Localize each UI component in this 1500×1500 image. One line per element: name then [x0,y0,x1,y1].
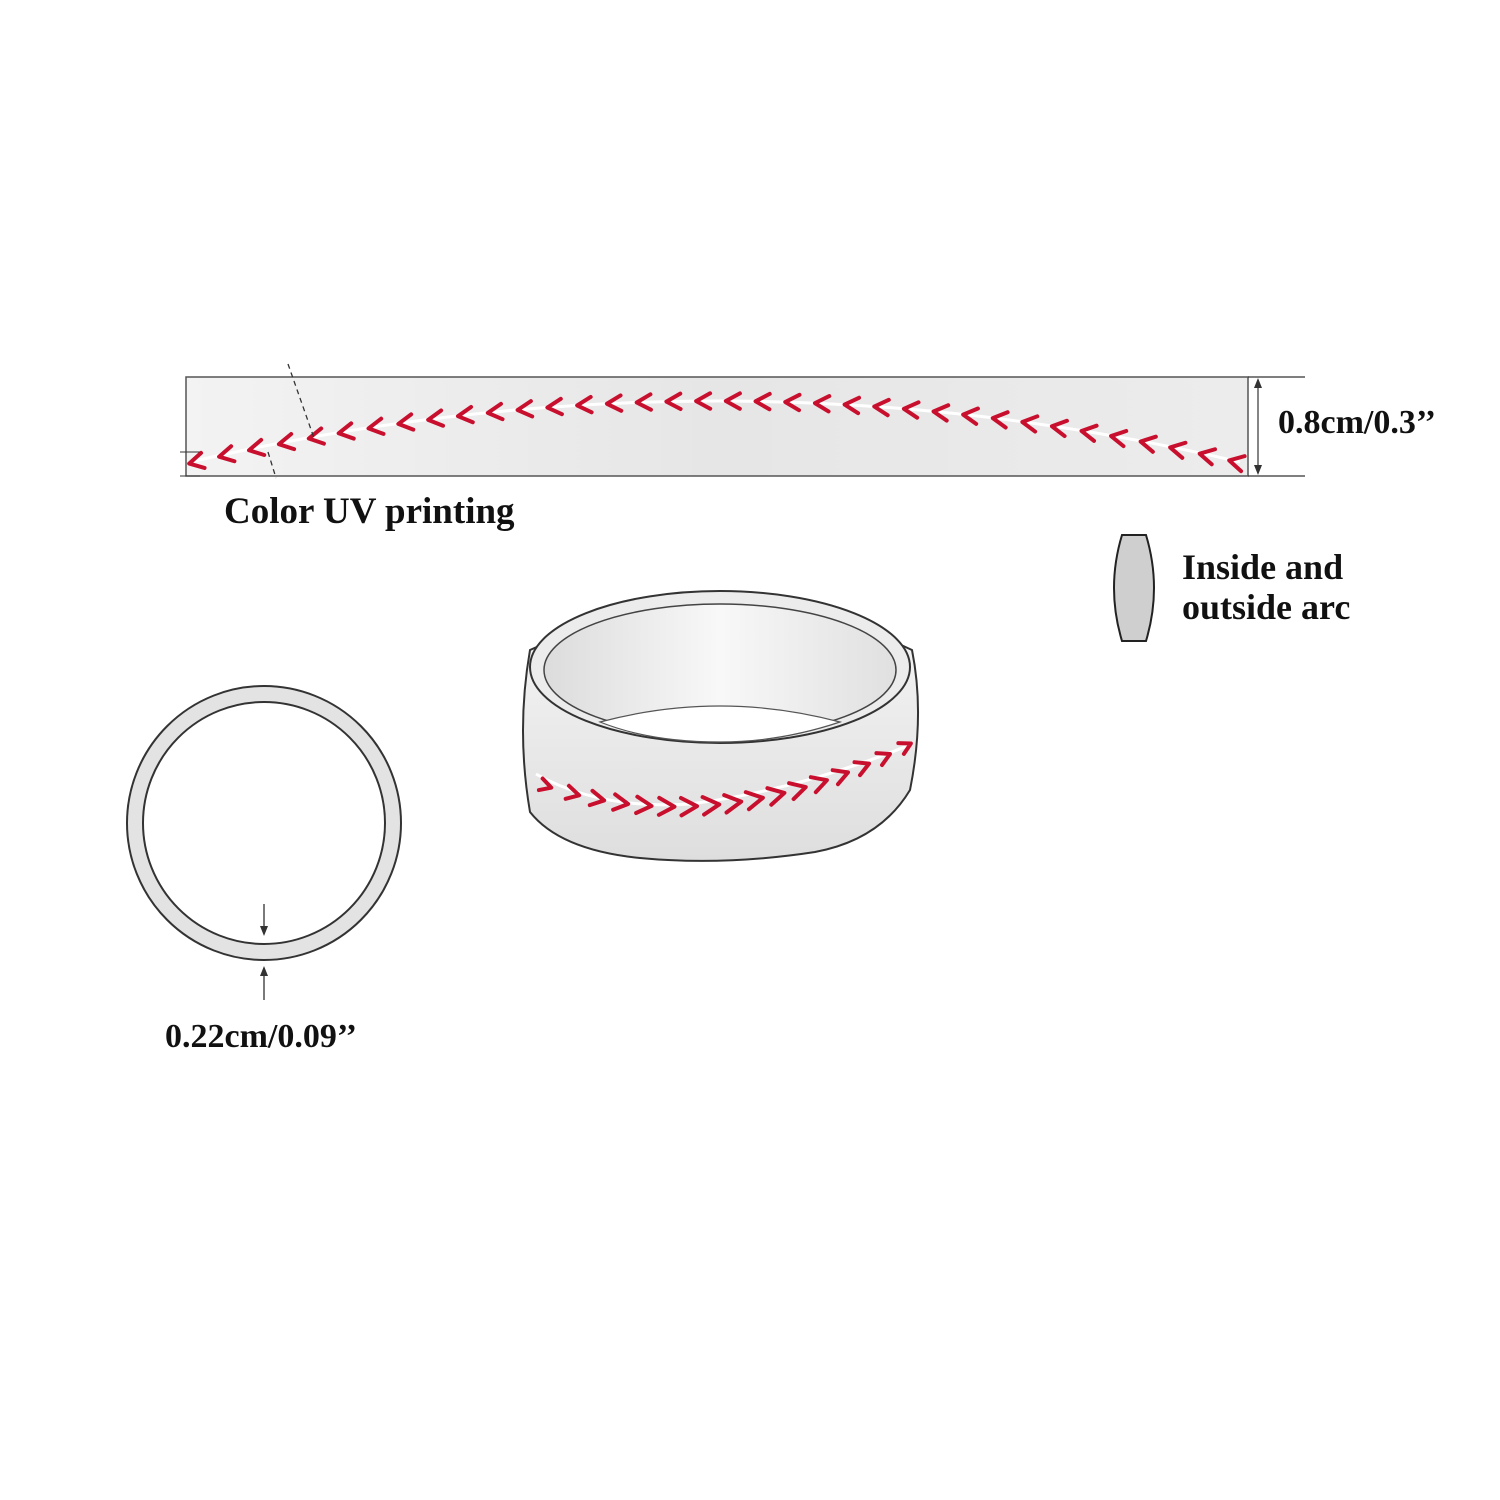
stitch-chevron [931,403,951,423]
band-stitches [187,391,1247,474]
band-rectangle [185,376,1249,477]
ring-stitches [536,741,913,818]
stitch-chevron [842,395,862,416]
stitch-chevron [515,399,535,419]
ring-inner-far-wall [598,705,843,743]
stitch-chevron [694,391,713,411]
stitch-chevron [961,406,980,426]
stitch-chevron [336,421,356,441]
stitch-chevron [396,412,416,432]
stitch-chevron [634,392,653,412]
arc-label-line-2: outside arc [1182,587,1351,627]
width-label: 0.8cm/0.3’’ [1278,404,1436,441]
arc-profile-shape [1113,534,1155,642]
stitch-chevron [830,768,851,787]
stitch-chevron [896,741,913,756]
stitch-chevron [700,795,722,817]
stitch-chevron [783,392,802,413]
stitch-chevron [426,408,446,428]
width-dimension [1248,376,1305,477]
stitch-chevron [678,795,700,818]
stitch-chevron [634,794,654,816]
stitch-chevron [1138,434,1158,454]
uv-printing-label: Color UV printing [224,491,515,532]
stitch-chevron [545,396,564,417]
stitch-chevron [536,776,554,793]
flat-band [180,363,1249,479]
stitch-chevron [247,437,267,457]
stitch-chevron [1109,428,1129,449]
arc-label-line-1: Inside and [1182,547,1344,587]
uv-pointer-line-lower [267,451,277,479]
ring-seam-line [535,742,913,807]
stitch-chevron [563,783,582,801]
arrow-up-icon [260,966,268,976]
stitch-chevron [872,397,891,418]
stitch-chevron [808,775,829,795]
arrow-down-icon [1254,465,1262,475]
ring-inner-circle [142,701,386,945]
stitch-chevron [656,795,677,817]
ring-top-view [126,685,402,1000]
stitch-chevron [664,391,683,412]
stitch-chevron [1079,423,1099,443]
stitch-chevron [874,751,892,768]
thickness-label: 0.22cm/0.09’’ [165,1018,357,1055]
stitch-chevron [1197,447,1218,467]
stitch-chevron [456,404,475,425]
arc-label: Inside and outside arc [1182,547,1350,627]
uv-pointer-line [287,363,315,439]
stitch-chevron [753,391,772,412]
stitch-chevron [366,416,386,436]
stitch-chevron [852,760,872,778]
stitch-chevron [485,401,505,422]
stitch-chevron [1020,414,1040,434]
band-seam-line [189,399,1241,464]
stitch-chevron [990,410,1010,430]
stitch-chevron [1049,418,1069,439]
stitch-chevron [587,788,607,808]
stitch-chevron [217,444,237,464]
stitch-chevron [604,393,624,413]
arc-profile [1113,534,1155,642]
stitch-chevron [1168,440,1188,460]
stitch-chevron [723,391,742,411]
stitch-chevron [1227,454,1247,474]
stitch-chevron [276,431,297,452]
stitch-chevron [812,394,832,414]
arrow-down-icon [260,926,268,936]
stitch-chevron [765,786,787,807]
stitch-chevron [306,426,326,446]
stitch-chevron [611,792,631,812]
stitch-chevron [787,781,808,802]
stitch-chevron [743,790,765,812]
ring-3d-view [522,590,919,862]
stitch-chevron [575,394,594,415]
arrow-up-icon [1254,378,1262,388]
stitch-chevron [187,450,207,470]
stitch-chevron [901,400,921,420]
stitch-chevron [722,793,744,815]
